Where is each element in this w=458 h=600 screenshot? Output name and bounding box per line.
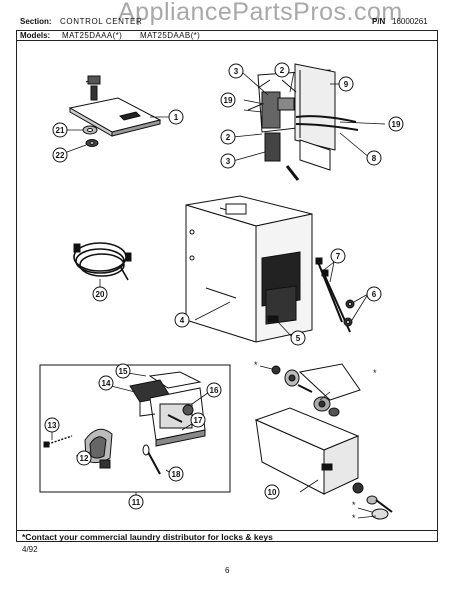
- callout-7: 7: [330, 248, 346, 264]
- callout-number: 1: [174, 113, 179, 122]
- callout-number: 2: [226, 133, 231, 142]
- pn-label: P/N: [372, 17, 386, 26]
- footer-divider: [16, 530, 438, 531]
- distributor-note: *Contact your commercial laundry distrib…: [22, 532, 273, 542]
- callout-number: 17: [194, 416, 203, 425]
- callout-number: 9: [344, 80, 349, 89]
- callout-17: 17: [190, 412, 206, 428]
- callout-number: 16: [210, 386, 219, 395]
- callout-18: 18: [168, 466, 184, 482]
- svg-text:*: *: [254, 360, 258, 370]
- callout-12: 12: [76, 450, 92, 466]
- callout-19: 19: [220, 92, 236, 108]
- callout-number: 20: [96, 290, 105, 299]
- callout-number: 3: [226, 157, 231, 166]
- svg-text:*: *: [352, 513, 356, 523]
- callout-number: 11: [132, 498, 141, 507]
- callout-number: 19: [392, 120, 401, 129]
- part-nuts: [343, 299, 355, 327]
- part-key: [142, 444, 161, 475]
- page-number: 6: [225, 566, 230, 575]
- callout-5: 5: [290, 330, 306, 346]
- section-value: CONTROL CENTER: [60, 17, 143, 26]
- callout-8: 8: [366, 150, 382, 166]
- callout-11: 11: [128, 494, 144, 510]
- callout-number: 7: [336, 252, 341, 261]
- callout-number: 21: [56, 126, 65, 135]
- svg-text:*: *: [352, 500, 356, 510]
- callout-number: 6: [372, 290, 377, 299]
- callout-number: 5: [296, 334, 301, 343]
- callout-number: 8: [372, 154, 377, 163]
- callout-number: 2: [280, 66, 285, 75]
- watermark: AppliancePartsPros.com: [118, 0, 403, 26]
- part-coin-mechanism: [129, 371, 206, 447]
- callout-number: 19: [224, 96, 233, 105]
- callout-number: 4: [180, 316, 185, 325]
- model-1: MAT25DAAA(*): [62, 31, 123, 40]
- part-switch-bracket-assembly: [247, 63, 359, 181]
- callout-number: 15: [119, 367, 128, 376]
- callout-number: 12: [80, 454, 89, 463]
- svg-text:*: *: [373, 368, 377, 378]
- callout-1: 1: [168, 109, 184, 125]
- callout-9: 9: [338, 76, 354, 92]
- part-cover-plate: [68, 75, 162, 137]
- callout-22: 22: [52, 147, 68, 163]
- part-lock-cylinders: [271, 365, 393, 520]
- part-washers: [82, 125, 99, 147]
- callout-4: 4: [174, 312, 190, 328]
- callout-number: 13: [48, 421, 57, 430]
- callout-15: 15: [115, 363, 131, 379]
- callout-10: 10: [264, 484, 280, 500]
- callout-13: 13: [44, 417, 60, 433]
- callout-number: 18: [172, 470, 181, 479]
- callout-19: 19: [388, 116, 404, 132]
- inset-box: [39, 364, 231, 493]
- callout-number: 3: [234, 67, 239, 76]
- callout-6: 6: [366, 286, 382, 302]
- header-divider: [16, 40, 438, 41]
- revision-date: 4/92: [22, 545, 38, 554]
- pn-value: 16000261: [392, 17, 428, 26]
- diagram-frame: [16, 30, 438, 542]
- callout-16: 16: [206, 382, 222, 398]
- part-control-housing: [185, 195, 313, 343]
- part-coin-box: [254, 363, 361, 495]
- model-2: MAT25DAAB(*): [140, 31, 201, 40]
- callout-14: 14: [98, 375, 114, 391]
- models-label: Models:: [20, 31, 51, 40]
- part-wire-harness: [73, 242, 132, 281]
- callout-20: 20: [92, 286, 108, 302]
- section-label: Section:: [20, 17, 52, 26]
- callout-3: 3: [228, 63, 244, 79]
- callout-number: 14: [102, 379, 111, 388]
- callout-number: 22: [56, 151, 65, 160]
- callout-21: 21: [52, 122, 68, 138]
- callout-number: 10: [268, 488, 277, 497]
- part-screw-13: [43, 435, 73, 448]
- callout-2: 2: [274, 62, 290, 78]
- callout-2: 2: [220, 129, 236, 145]
- callout-3: 3: [220, 153, 236, 169]
- asterisk-markers: * * * *: [254, 360, 377, 523]
